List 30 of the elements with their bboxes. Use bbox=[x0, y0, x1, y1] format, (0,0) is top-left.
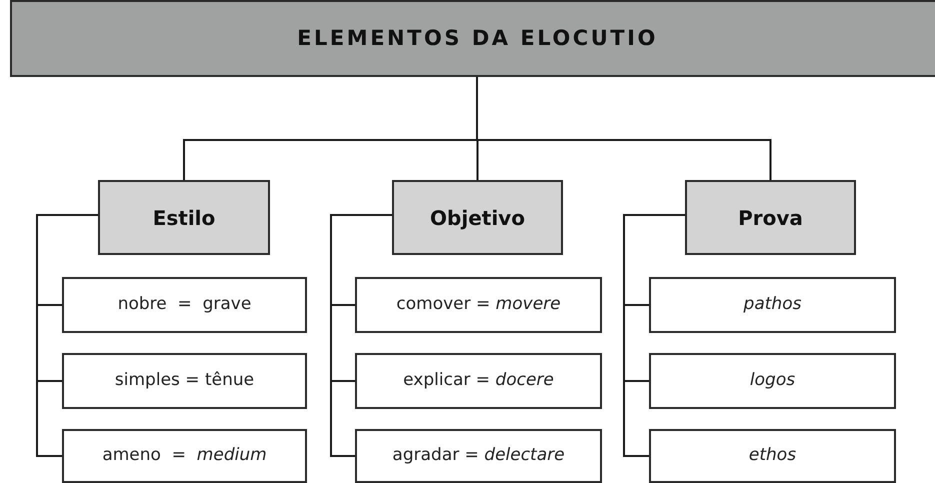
category-box bbox=[392, 180, 563, 255]
item-label: ethos bbox=[748, 444, 796, 468]
connector-line bbox=[476, 77, 772, 180]
item-box bbox=[62, 429, 307, 483]
category-box bbox=[685, 180, 856, 255]
item-label: ameno = medium bbox=[102, 444, 267, 468]
item-box bbox=[355, 353, 602, 409]
item-label: logos bbox=[750, 369, 796, 392]
item-label: agradar = delectare bbox=[392, 444, 565, 468]
item-label: simples = tênue bbox=[114, 369, 254, 392]
category-label: Prova bbox=[738, 204, 803, 232]
item-box bbox=[649, 277, 896, 333]
item-box bbox=[649, 429, 896, 483]
item-label: explicar = docere bbox=[403, 369, 554, 392]
item-box bbox=[649, 353, 896, 409]
item-box bbox=[355, 277, 602, 333]
item-box bbox=[355, 429, 602, 483]
connector-line bbox=[330, 214, 392, 457]
item-label: comover = movere bbox=[396, 293, 561, 316]
item-box bbox=[62, 353, 307, 409]
item-box bbox=[62, 277, 307, 333]
item-label: nobre = grave bbox=[118, 293, 252, 316]
item-label: pathos bbox=[744, 293, 802, 316]
title-text: ELEMENTOS DA ELOCUTIO bbox=[297, 24, 658, 52]
category-label: Objetivo bbox=[430, 204, 525, 232]
category-label: Estilo bbox=[152, 204, 216, 232]
category-box bbox=[98, 180, 270, 255]
title-box bbox=[10, 0, 935, 77]
connector-line bbox=[36, 214, 98, 457]
connector-line bbox=[623, 214, 685, 457]
